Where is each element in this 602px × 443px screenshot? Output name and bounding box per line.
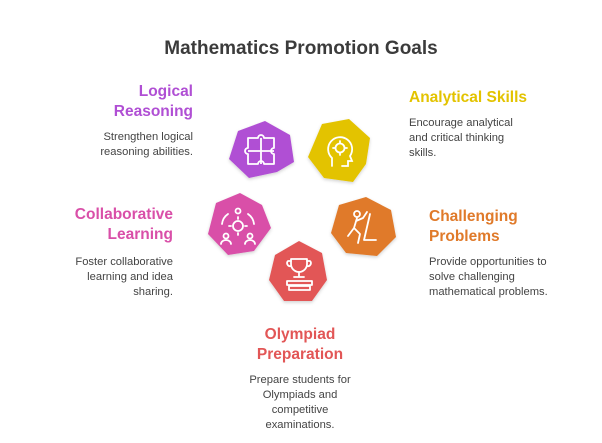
team-gear-icon <box>220 207 256 245</box>
olympiad-preparation-description: Prepare students for Olympiads and compe… <box>249 374 351 431</box>
olympiad-preparation-shape <box>269 241 327 301</box>
analytical-skills-description: Encourage analytical and critical thinki… <box>409 117 513 159</box>
diagram-title: Mathematics Promotion Goals <box>164 38 438 59</box>
analytical-skills-shape <box>308 119 370 182</box>
analytical-hexagon <box>308 119 370 182</box>
collaborative-learning-shape <box>208 193 271 255</box>
challenging-hexagon <box>331 197 396 256</box>
challenging-problems-heading: Challenging Problems <box>429 208 518 245</box>
olympiad-preparation-heading: Olympiad Preparation <box>256 326 344 363</box>
collaborative-learning-description: Foster collaborative learning and idea s… <box>75 256 173 298</box>
analytical-skills-heading: Analytical Skills <box>409 89 528 106</box>
brain-gear-icon <box>327 136 354 167</box>
challenging-problems-shape <box>331 197 396 256</box>
puzzle-icon <box>244 134 275 165</box>
logical-reasoning-heading: Logical Reasoning <box>113 83 193 120</box>
collaborative-learning-heading: Collaborative Learning <box>74 206 173 243</box>
trophy-books-icon <box>286 258 313 291</box>
climber-icon <box>347 210 377 244</box>
olympiad-hexagon <box>269 241 327 301</box>
collaborative-hexagon <box>208 193 271 255</box>
logical-reasoning-shape <box>229 121 294 178</box>
challenging-problems-description: Provide opportunities to solve challengi… <box>429 256 548 298</box>
logical-reasoning-description: Strengthen logical reasoning abilities. <box>100 131 193 158</box>
